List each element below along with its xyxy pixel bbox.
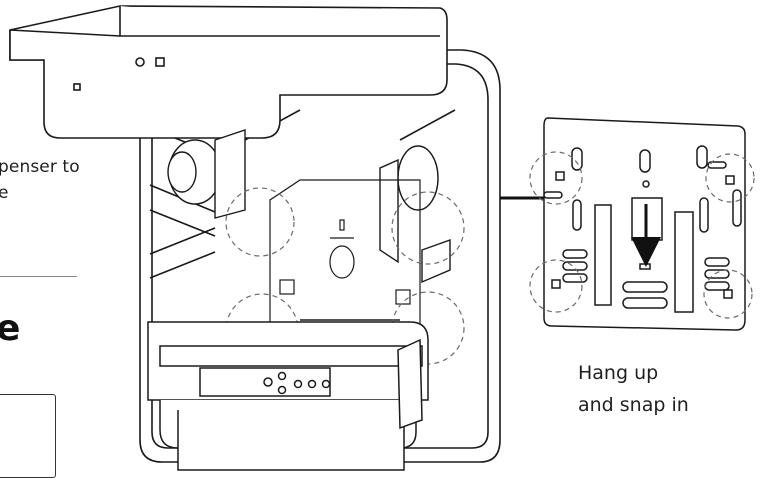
dispenser-lid: [9, 5, 448, 139]
inner-back-plate: [269, 179, 421, 331]
left-caption-line-1: penser to: [0, 157, 80, 177]
hang-caption-line-1: Hang up: [578, 362, 659, 384]
left-caption-line-2: e: [0, 183, 9, 203]
right-roll-holder: [379, 145, 451, 284]
hang-caption-line-2: and snap in: [578, 394, 689, 416]
divider: [0, 276, 77, 277]
mini-card: [0, 394, 56, 478]
cutter-assembly: [147, 321, 429, 471]
left-roll-holder: [167, 129, 246, 219]
plate-detail-circles: [529, 151, 755, 319]
side-heading: e: [0, 308, 21, 349]
